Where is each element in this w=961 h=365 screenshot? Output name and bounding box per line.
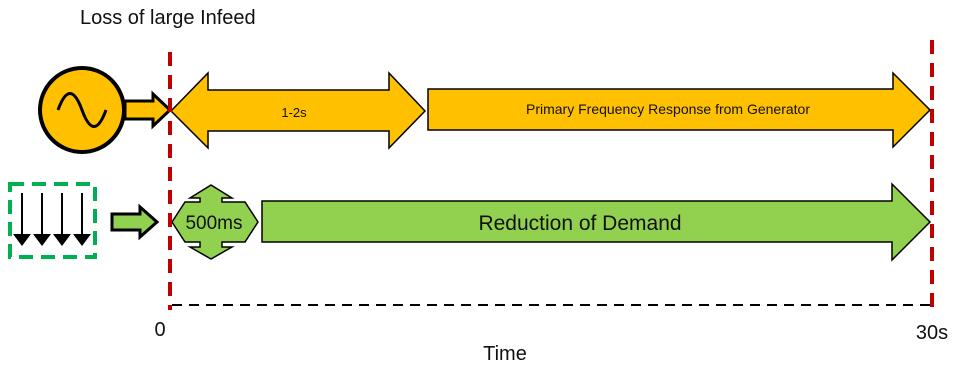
diagram-title: Loss of large Infeed [80, 7, 256, 29]
time-axis-label: Time [483, 343, 527, 365]
demand-short-arrow-label: 500ms [185, 213, 242, 234]
generator-long-arrow [427, 71, 932, 149]
time-end-label: 30s [916, 322, 948, 344]
generator-short-double-arrow [169, 71, 427, 150]
time-start-label: 0 [154, 319, 165, 341]
demand-short-quad-arrow [171, 184, 259, 260]
demand-long-arrow [261, 182, 932, 262]
demand-output-arrow [110, 203, 160, 241]
load-box [8, 182, 97, 259]
load-demand-icon [8, 182, 97, 259]
generator-long-arrow-label: Primary Frequency Response from Generato… [526, 101, 810, 117]
generator-short-arrow-label: 1-2s [281, 105, 307, 120]
generator-output-arrow [123, 90, 173, 130]
demand-long-arrow-label: Reduction of Demand [478, 212, 681, 235]
ac-generator-icon [38, 66, 126, 154]
